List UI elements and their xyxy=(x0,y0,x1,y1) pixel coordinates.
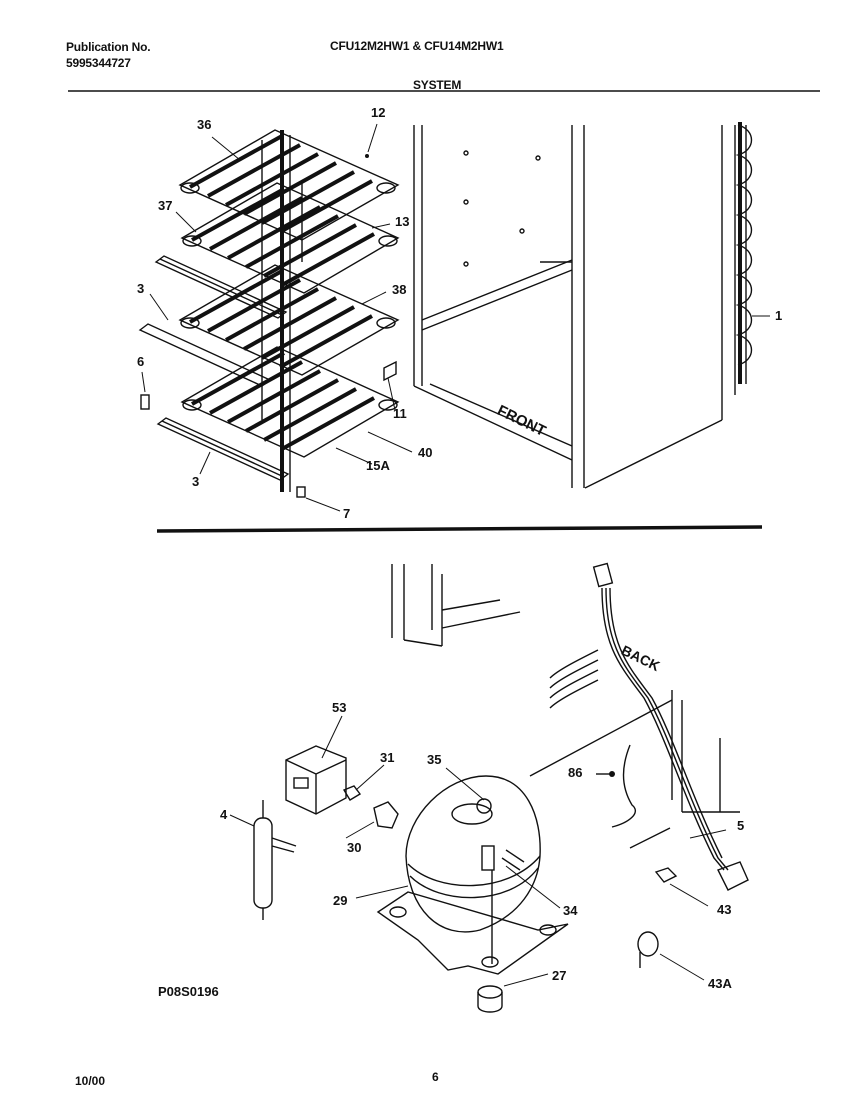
part-43 xyxy=(654,867,678,883)
page-number: 6 xyxy=(432,1070,439,1084)
callout-27: 27 xyxy=(552,968,567,983)
callout-35: 35 xyxy=(427,752,442,767)
callout-34: 34 xyxy=(563,903,578,918)
publication-number: 5995344727 xyxy=(66,56,131,70)
power-plug xyxy=(717,861,749,891)
wiring-harness xyxy=(549,562,729,871)
footer-date: 10/00 xyxy=(75,1074,106,1088)
callout-1: 1 xyxy=(775,308,783,323)
diagram-code: P08S0196 xyxy=(158,984,219,999)
callout-53: 53 xyxy=(332,700,347,715)
condenser-coil xyxy=(735,122,753,384)
overload-protector xyxy=(373,801,399,829)
back-wall xyxy=(391,564,740,813)
callout-7: 7 xyxy=(343,506,351,521)
callout-30: 30 xyxy=(347,840,362,855)
callout-3-upper: 3 xyxy=(137,281,145,296)
callout-5: 5 xyxy=(737,818,745,833)
callout-12: 12 xyxy=(371,105,386,120)
part-12 xyxy=(365,154,369,158)
callout-40: 40 xyxy=(418,445,433,460)
shelf-rail-lower xyxy=(156,417,290,481)
callout-43A: 43A xyxy=(708,976,732,991)
cabinet xyxy=(413,125,736,489)
callout-43: 43 xyxy=(717,902,732,917)
callout-86: 86 xyxy=(568,765,583,780)
callout-3-lower: 3 xyxy=(192,474,200,489)
part-6 xyxy=(140,394,150,410)
callout-4: 4 xyxy=(220,807,228,822)
part-11 xyxy=(383,360,397,382)
callout-13: 13 xyxy=(395,214,410,229)
callout-11: 11 xyxy=(393,406,407,421)
part-31 xyxy=(342,785,362,801)
shelf-rail-upper xyxy=(138,255,288,387)
section-divider xyxy=(156,525,763,533)
screw-86 xyxy=(596,771,615,777)
publication-label: Publication No. xyxy=(66,40,151,54)
evaporator-shelves xyxy=(138,129,400,498)
callout-31: 31 xyxy=(380,750,395,765)
callout-15A: 15A xyxy=(366,458,390,473)
part-7 xyxy=(296,486,306,498)
callout-6: 6 xyxy=(137,354,145,369)
compressor-base xyxy=(376,891,569,975)
compressor xyxy=(405,775,541,964)
filter-drier xyxy=(253,800,297,920)
callout-38: 38 xyxy=(392,282,407,297)
part-43A xyxy=(637,931,659,968)
callout-29: 29 xyxy=(333,893,348,908)
callout-37: 37 xyxy=(158,198,173,213)
model-numbers: CFU12M2HW1 & CFU14M2HW1 xyxy=(330,39,504,53)
shelf-40 xyxy=(180,346,400,458)
relay-cover xyxy=(285,745,347,815)
callout-36: 36 xyxy=(197,117,212,132)
section-title: SYSTEM xyxy=(413,78,462,92)
grommet xyxy=(477,985,503,1013)
